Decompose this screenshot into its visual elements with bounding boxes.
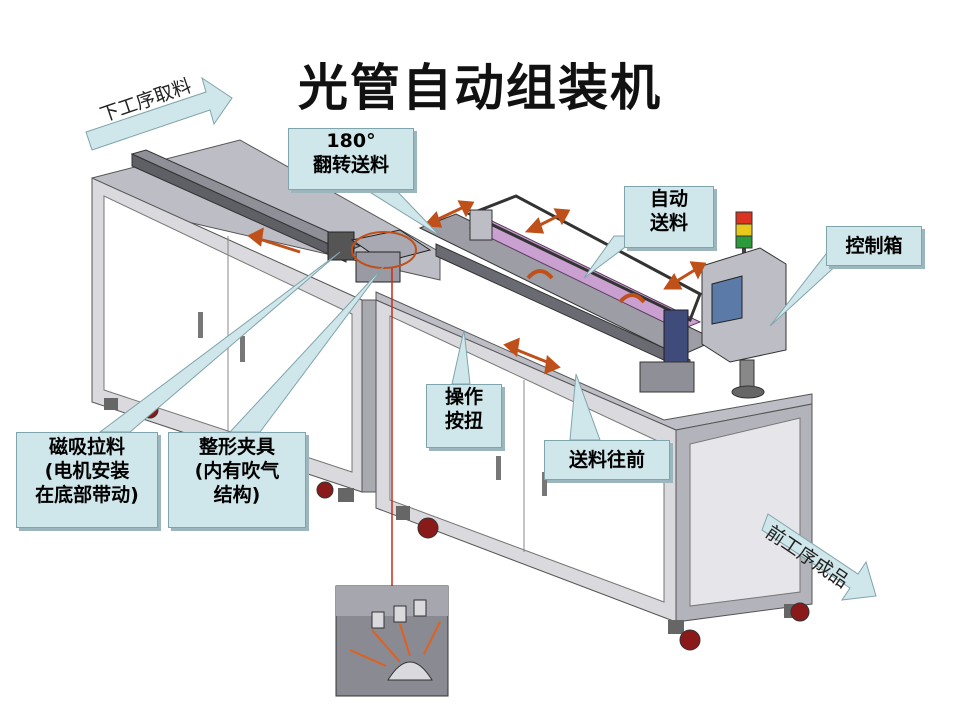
- callout-magnetic-pull: 磁吸拉料 (电机安装 在底部带动): [16, 432, 158, 528]
- callout-auto-feed: 自动 送料: [624, 186, 714, 248]
- fixture-head: [350, 229, 432, 590]
- callout-pointers: [98, 185, 841, 441]
- callout-flip-feed: 180° 翻转送料: [288, 128, 414, 190]
- motion-arrows: [247, 200, 707, 375]
- callout-line: 磁吸拉料: [48, 436, 125, 458]
- callout-control-box: 控制箱: [826, 226, 922, 266]
- callout-line: 在底部带动): [35, 484, 139, 506]
- callout-line: (电机安装: [44, 460, 130, 482]
- callout-operate-button: 操作 按扭: [426, 384, 502, 448]
- flow-arrows: [85, 76, 877, 601]
- callout-line: 翻转送料: [312, 154, 389, 176]
- control-box: [701, 211, 787, 399]
- callout-line: 按扭: [444, 410, 483, 432]
- callout-line: 控制箱: [845, 235, 903, 257]
- callout-feed-forward: 送料往前: [544, 440, 670, 480]
- callout-line: 送料往前: [568, 449, 645, 471]
- callout-line: (内有吹气: [194, 460, 280, 482]
- callout-line: 整形夹具: [198, 436, 275, 458]
- callout-line: 自动: [649, 188, 688, 210]
- detail-inset: [335, 585, 449, 697]
- callout-line: 结构): [213, 484, 261, 506]
- page-title: 光管自动组装机: [298, 59, 662, 117]
- callout-shaping-fixture: 整形夹具 (内有吹气 结构): [168, 432, 306, 528]
- right-rail-assembly: [418, 194, 718, 393]
- left-rail: [130, 149, 362, 263]
- callout-line: 180°: [326, 130, 376, 152]
- right-cabinet: [375, 291, 813, 634]
- callout-line: 送料: [649, 212, 688, 234]
- callout-line: 操作: [444, 386, 483, 408]
